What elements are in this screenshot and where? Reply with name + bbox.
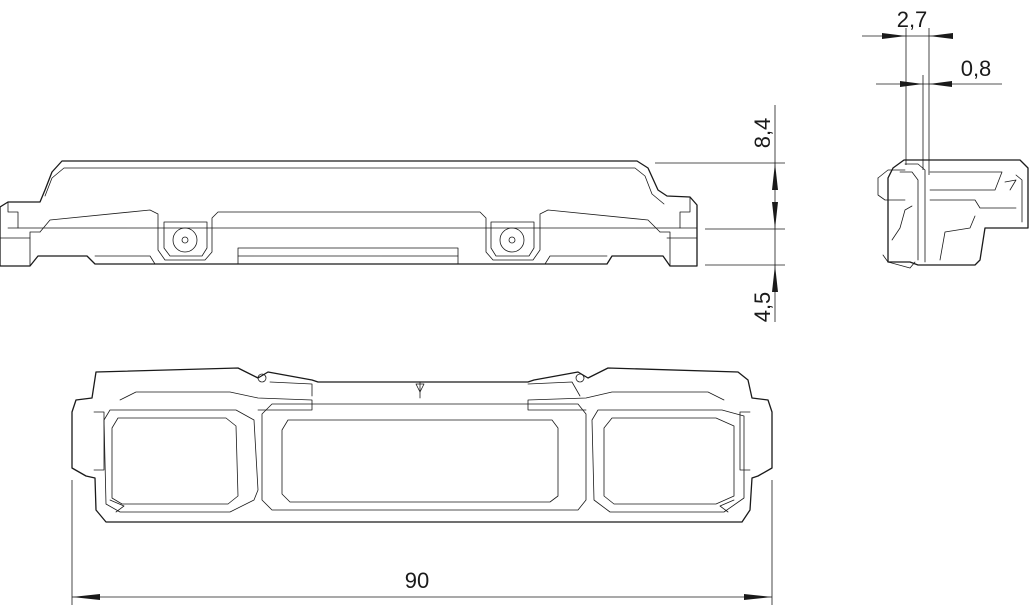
width-dimension: 90 — [71, 480, 773, 605]
side-dimensions: 2,7 0,8 — [862, 7, 1002, 175]
arrow-8-4-bottom — [772, 202, 778, 229]
top-view — [71, 367, 773, 523]
arrow-0-8-right — [929, 81, 952, 87]
dimension-4-5: 4,5 — [750, 292, 775, 323]
dimension-90: 90 — [405, 568, 429, 593]
dimension-0-8: 0,8 — [961, 56, 992, 81]
dimension-2-7: 2,7 — [897, 7, 928, 32]
arrow-0-8-left — [900, 81, 923, 87]
side-view — [877, 159, 1029, 269]
front-view — [0, 160, 698, 267]
dimension-8-4: 8,4 — [750, 118, 775, 149]
arrow-90-left — [72, 594, 100, 600]
arrow-8-4-top — [772, 163, 778, 190]
arrow-2-7-left — [882, 33, 906, 39]
arrow-90-right — [744, 594, 772, 600]
height-dimensions: 8,4 4,5 — [655, 105, 785, 322]
arrow-4-5-top — [772, 265, 778, 292]
arrow-2-7-right — [929, 33, 953, 39]
